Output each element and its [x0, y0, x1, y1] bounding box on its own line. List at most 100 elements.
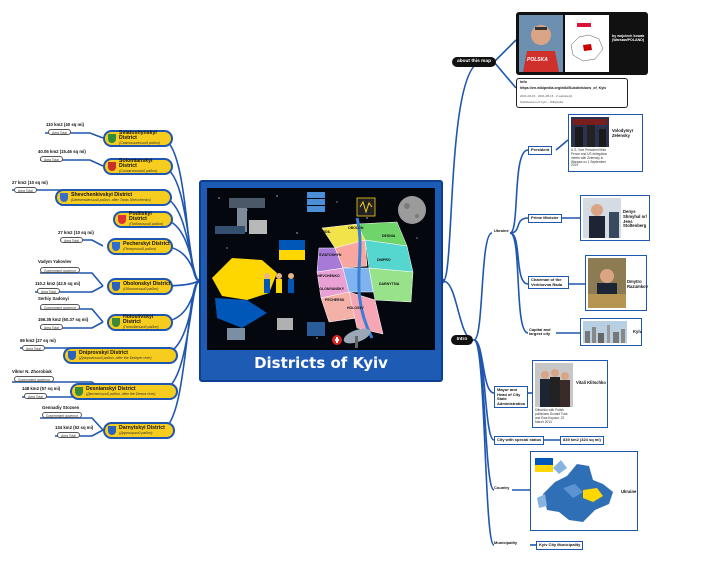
crest-icon: [112, 318, 120, 327]
node-shevchenkivskyi[interactable]: Shevchenkivskyi District(Шевченківський …: [55, 189, 172, 206]
node-sviatoshynskyi[interactable]: Sviatoshynskyi District(Святошинський ра…: [103, 130, 173, 147]
rada-chairman-name: Dmytro Razumkov: [627, 279, 648, 289]
district-name: Holosiivskyi District: [123, 314, 154, 326]
europe-outline-map: [565, 15, 609, 72]
tag-government-governor[interactable]: Government governor: [40, 267, 81, 273]
mayor-card[interactable]: Klitschko with Polish politicians Donald…: [532, 360, 608, 428]
info-url-link[interactable]: https://en.wikipedia.org/wiki/Subdivisio…: [520, 86, 607, 90]
node-podilskyi[interactable]: Podilskyi District(Подільський район): [113, 211, 173, 228]
map-label-podil: PODIL: [320, 230, 331, 234]
president-card[interactable]: U.S. Vice President Mike Pence and US de…: [568, 114, 643, 172]
country-card[interactable]: Ukraine: [530, 451, 638, 531]
map-label-shevchenko: SHEVCHENKO: [315, 274, 340, 278]
info-label: info: [520, 80, 527, 84]
crest-icon: [112, 242, 120, 251]
edge-desnianskyi: [159, 280, 200, 392]
district-local-name: (Святошинський район): [119, 141, 160, 146]
district-local-name: (Деснянський район, after the Desna rive…: [86, 391, 156, 396]
node-darnytskyi[interactable]: Darnytskyi District(Дарницький район): [103, 422, 175, 439]
tag-area-total[interactable]: Area Total: [60, 237, 83, 243]
municipality-label[interactable]: Municipality: [494, 540, 518, 545]
prime-minister-card[interactable]: Denys Shmyhal or/ Jens Stoltenberg: [580, 195, 650, 241]
governor-name: Serhiy Sadovyi: [38, 296, 69, 301]
europe-map: [533, 454, 619, 528]
area-value: 69 km2 (27 sq mi): [20, 338, 56, 343]
info-link-card[interactable]: info https://en.wikipedia.org/wiki/Subdi…: [516, 78, 628, 108]
rada-chairman-photo: [588, 258, 626, 308]
area-value: 27 km2 (10 sq mi): [12, 180, 48, 185]
map-label-dnipro: DNIPRO: [377, 258, 391, 262]
map-label-desnia: DESNIA: [382, 234, 396, 238]
ukraine-label[interactable]: Ukraine: [494, 228, 509, 233]
central-title: Districts of Kyiv: [254, 354, 388, 372]
capital-card[interactable]: Kyiv: [580, 318, 642, 346]
mayor-name: Vitali Klitschko: [576, 380, 606, 385]
district-name: Shevchenkivskyi District: [71, 191, 133, 198]
node-solomianskyi[interactable]: Solomianskyi District(Солом'янський райо…: [103, 158, 173, 175]
tag-area-total[interactable]: Area Total: [22, 345, 45, 351]
tag-government-governor[interactable]: Government governor: [42, 412, 83, 418]
node-pecherskyi[interactable]: Pecherskyi District(Печерський район): [107, 238, 173, 255]
edge-mayor: [473, 339, 495, 394]
district-name: Podilskyi District: [129, 211, 152, 223]
municipality-value[interactable]: Kyiv City Municipality: [536, 541, 584, 550]
district-local-name: (Солом'янський район): [119, 169, 158, 174]
rada-chairman-node[interactable]: Chairman of the Verkhovna Rada: [528, 276, 569, 290]
president-caption: U.S. Vice President Mike Pence and US de…: [571, 148, 608, 168]
node-obolonskyi[interactable]: Obolonskyi District(Оболонський район): [107, 278, 173, 295]
mayor-caption: Klitschko with Polish politicians Donald…: [535, 408, 568, 424]
tag-area-total[interactable]: Area Total: [14, 187, 37, 193]
info-meta-source: Subdivisions of Kyiv – Wikipedia: [520, 100, 564, 104]
capital-label[interactable]: Capital and largest city: [529, 327, 551, 337]
area-value: 148 km2 (57 sq mi): [22, 386, 61, 391]
tag-government-governor[interactable]: Government governor: [40, 304, 81, 310]
tag-area-total[interactable]: Area Total: [37, 288, 60, 294]
node-holosiivskyi[interactable]: Holosiivskyi District(Голосіївський райо…: [107, 314, 173, 331]
crest-icon: [118, 215, 126, 224]
author-card[interactable]: POLSKA by wojciech kowak (Warsaw/POLAND): [516, 12, 648, 75]
country-label[interactable]: Country: [494, 485, 510, 490]
district-name: Desnianskyi District: [86, 385, 136, 392]
edge-intro: [442, 280, 475, 341]
prime-minister-node[interactable]: Prime Minister: [528, 214, 562, 223]
edge-special: [473, 339, 495, 441]
about-this-map-node[interactable]: about this map: [452, 57, 496, 67]
central-topic[interactable]: PODIL OBOLON DESNIA SVIATOSHYN DNIPRO SH…: [199, 180, 443, 382]
node-dniprovskyi[interactable]: Dniprovskyi District(Дніпровський район,…: [63, 347, 178, 364]
president-node[interactable]: President: [528, 146, 553, 155]
prime-minister-photo: [583, 198, 621, 238]
district-local-name: (Подільський район): [129, 222, 164, 227]
mayor-photo: [535, 363, 573, 407]
intro-node[interactable]: Intro: [451, 335, 473, 345]
central-illustration: PODIL OBOLON DESNIA SVIATOSHYN DNIPRO SH…: [207, 188, 435, 350]
area-value: 110.2 km2 (42.5 sq mi): [35, 281, 81, 286]
area-value: 27 km2 (10 sq mi): [58, 230, 94, 235]
tag-area-total[interactable]: Area Total: [40, 156, 63, 162]
special-status-area[interactable]: 839 km2 (324 sq mi): [560, 436, 604, 445]
map-label-pechersk: PECHERSK: [325, 298, 345, 302]
info-meta: 2021-06-15 · 2021-08-16 · 2 website(s): [520, 94, 573, 98]
district-name: Darnytskyi District: [119, 424, 165, 431]
rada-chairman-card[interactable]: Dmytro Razumkov: [585, 255, 648, 311]
tag-government-governor[interactable]: Government governor: [14, 376, 55, 382]
tag-area-total[interactable]: Area Total: [24, 393, 47, 399]
tag-area-total[interactable]: Area Total: [40, 324, 63, 330]
area-value: 156.35 km2 (60.37 sq mi): [38, 317, 89, 322]
tag-area-total[interactable]: Area Total: [48, 129, 71, 135]
crest-icon: [60, 193, 68, 202]
president-name: Volodymyr Zelensky: [612, 128, 634, 138]
governor-name: Viktor N. Zhorobiuk: [12, 369, 52, 374]
capital-photo: [583, 321, 627, 343]
edge-about: [442, 61, 483, 282]
node-desnianskyi[interactable]: Desnianskyi District(Деснянський район, …: [70, 383, 178, 400]
tag-area-total[interactable]: Area Total: [57, 432, 80, 438]
area-value: 110 km2 (40 sq mi): [46, 122, 84, 127]
map-label-sviatoshyn: SVIATOSHYN: [319, 253, 342, 257]
district-local-name: (Оболонський район): [123, 286, 159, 291]
crest-icon: [108, 426, 116, 435]
mayor-node[interactable]: Mayor and Head of City State Administrat…: [494, 386, 528, 409]
edge-municipality: [473, 339, 495, 546]
special-status-node[interactable]: City with special status: [494, 436, 545, 445]
district-name: Pecherskyi District: [123, 240, 170, 247]
edge-country: [473, 339, 495, 491]
